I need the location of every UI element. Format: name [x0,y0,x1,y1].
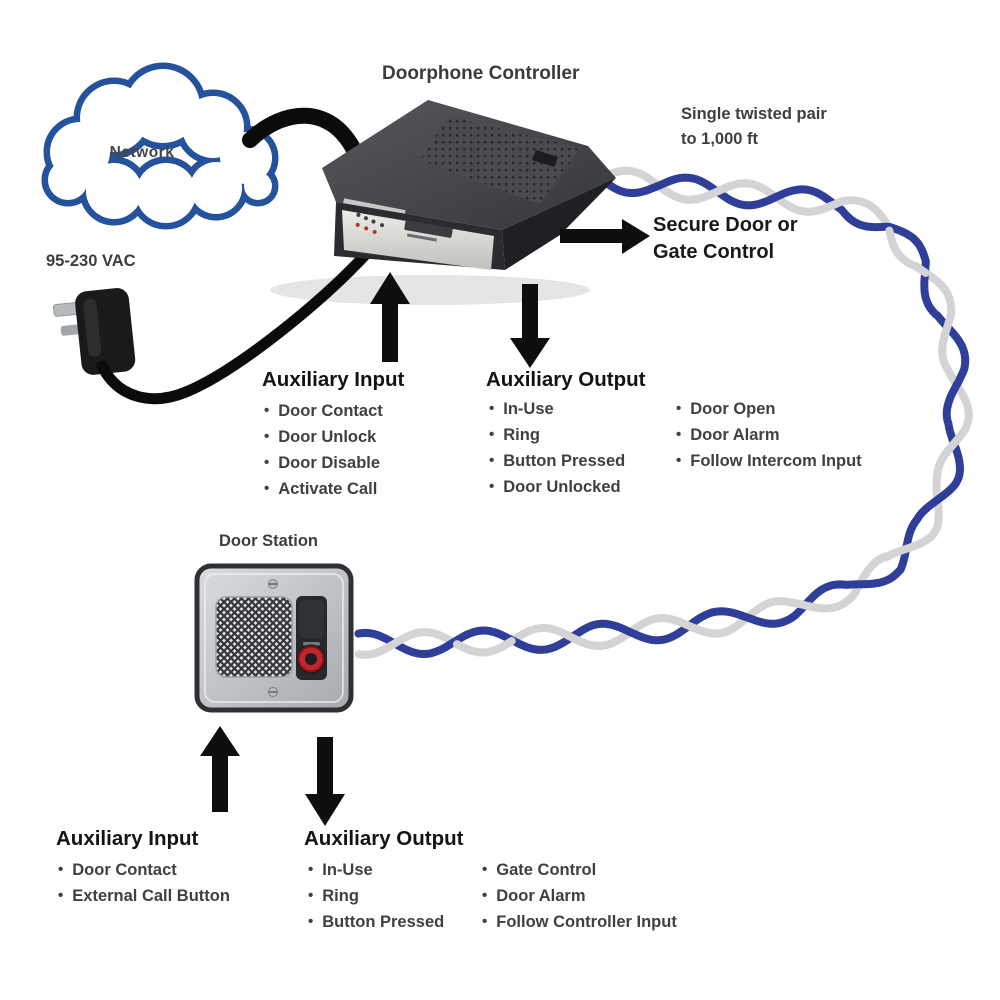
secure-door-label: Secure Door or Gate Control [653,214,798,263]
list-item: Activate Call [264,477,383,503]
list-item: Door Disable [264,451,383,477]
twisted-pair-cable [354,166,973,659]
speaker-grille-icon [215,596,293,678]
power-label: 95-230 VAC [46,252,136,270]
network-cloud-fill [48,69,272,223]
list-item: Follow Controller Input [482,910,677,936]
controller-leds [355,212,384,234]
list-item: Button Pressed [308,910,444,936]
station-aux-output-arrow-icon [305,737,345,826]
network-label: Network [109,144,175,161]
list-item: Door Contact [58,858,230,884]
list-item: Door Unlock [264,425,383,451]
list-item: Door Alarm [482,884,677,910]
secure-door-arrow-icon [560,219,650,254]
list-item: Ring [308,884,444,910]
controller-aux-input-arrow-icon [370,272,410,362]
station-aux-input-heading: Auxiliary Input [56,827,199,850]
list-item: Door Contact [264,399,383,425]
controller-logo [404,220,453,242]
controller-aux-input-heading: Auxiliary Input [262,368,405,391]
station-aux-output-heading: Auxiliary Output [304,827,464,850]
list-item: Gate Control [482,858,677,884]
controller-aux-output-heading: Auxiliary Output [486,368,646,391]
network-cable [242,107,362,158]
door-station-label: Door Station [219,532,318,550]
controller-label: Doorphone Controller [382,63,580,84]
power-plug [53,288,136,375]
station-aux-input-list: Door Contact External Call Button [58,858,230,910]
station-aux-input-arrow-icon [200,726,240,812]
list-item: Ring [489,423,625,449]
list-item: In-Use [308,858,444,884]
station-aux-output-col2: Gate Control Door Alarm Follow Controlle… [482,858,677,936]
station-aux-output-col1: In-Use Ring Button Pressed [308,858,444,936]
list-item: In-Use [489,397,625,423]
list-item: Door Unlocked [489,475,625,501]
power-cable [96,246,374,405]
list-item: Follow Intercom Input [676,449,861,475]
list-item: Button Pressed [489,449,625,475]
controller-aux-output-arrow-icon [510,284,550,368]
controller-aux-input-list: Door Contact Door Unlock Door Disable Ac… [264,399,383,503]
doorphone-controller-device [270,100,616,305]
door-station-device [194,563,354,713]
controller-aux-output-col2: Door Open Door Alarm Follow Intercom Inp… [676,397,862,475]
twisted-pair-label: Single twisted pair to 1,000 ft [681,105,827,148]
list-item: Door Alarm [676,423,862,449]
controller-aux-output-col1: In-Use Ring Button Pressed Door Unlocked [489,397,625,501]
list-item: Door Open [676,397,862,423]
list-item: External Call Button [58,884,230,910]
